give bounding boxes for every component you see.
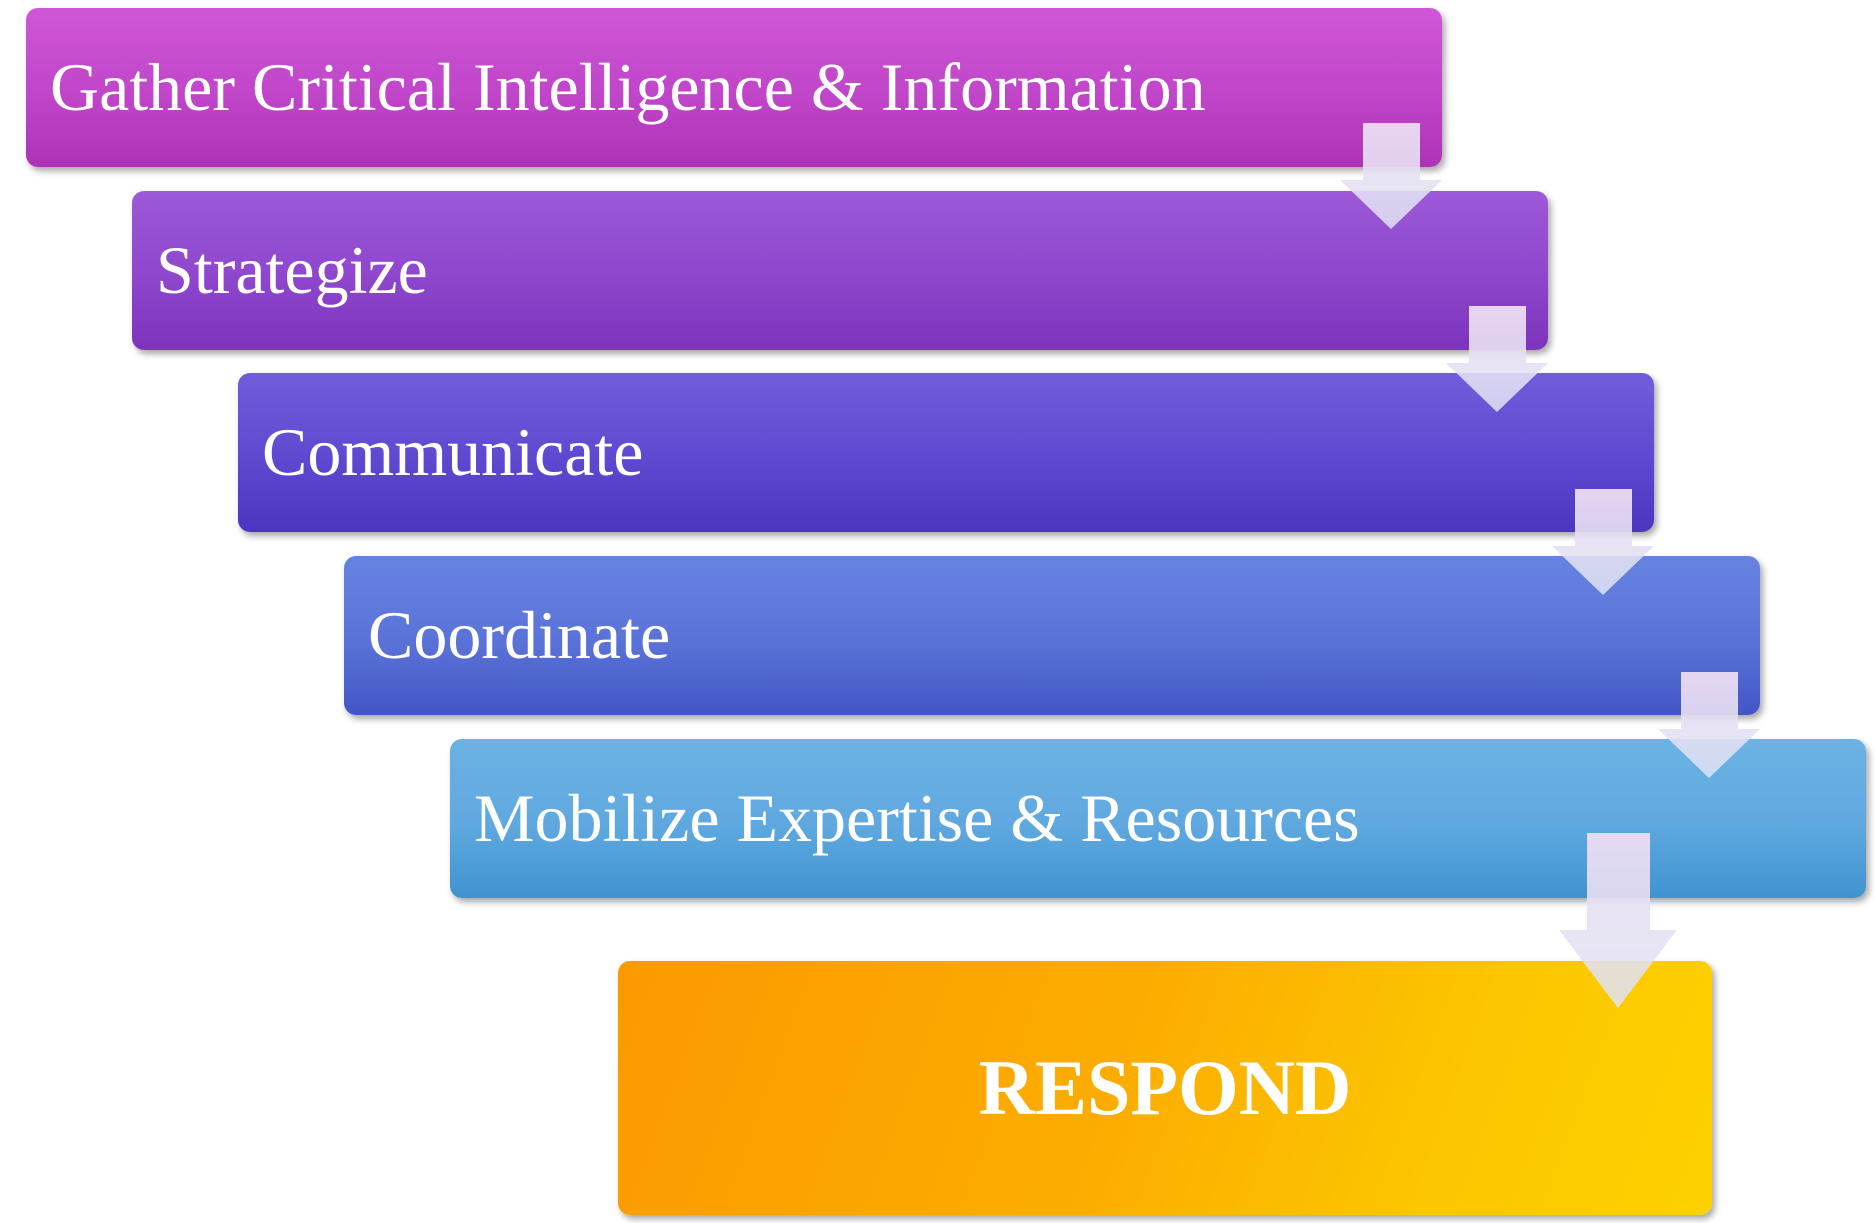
step-coordinate: Coordinate	[344, 556, 1760, 715]
step-label: Gather Critical Intelligence & Informati…	[50, 49, 1206, 125]
down-arrow-icon	[1658, 672, 1760, 778]
step-gather-intelligence: Gather Critical Intelligence & Informati…	[26, 8, 1442, 167]
step-label: Communicate	[262, 414, 644, 490]
down-arrow-icon	[1559, 833, 1677, 1008]
step-label: Strategize	[156, 232, 428, 308]
down-arrow-icon	[1446, 306, 1548, 412]
down-arrow-icon	[1340, 123, 1442, 229]
step-respond: RESPOND	[618, 961, 1712, 1215]
step-label: Mobilize Expertise & Resources	[474, 780, 1360, 856]
step-strategize: Strategize	[132, 191, 1548, 350]
step-label: Coordinate	[368, 597, 671, 673]
down-arrow-icon	[1552, 489, 1654, 595]
step-label: RESPOND	[978, 1044, 1352, 1131]
step-communicate: Communicate	[238, 373, 1654, 532]
